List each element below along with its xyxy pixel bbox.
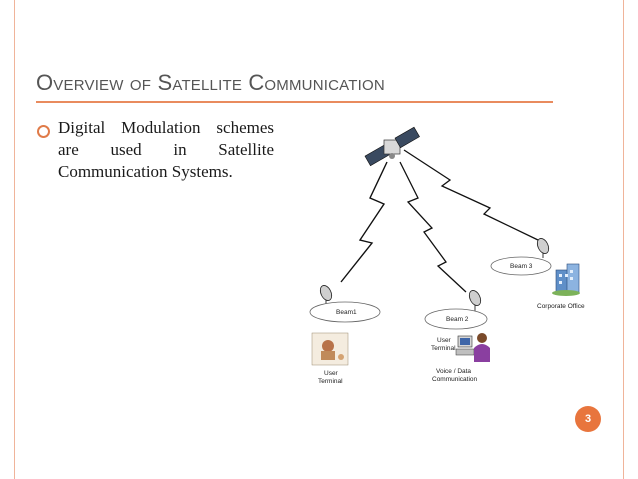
link-beam1 [341,162,387,282]
user-terminal-1-line1: User [324,370,339,377]
voice-data-line1: Voice / Data [436,368,471,375]
user-terminal-2-line2: Terminal [431,345,456,352]
beam2-label: Beam 2 [446,316,469,323]
computer-user-icon [456,333,490,362]
user-terminal-2-line1: User [437,337,452,344]
page-number-badge: 3 [575,406,601,432]
user-terminal-1-line2: Terminal [318,378,343,385]
user-terminal-icon-1 [312,333,348,365]
voice-data-line2: Communication [432,376,478,383]
beam3-label: Beam 3 [510,263,533,270]
corporate-office-label: Corporate Office [537,303,585,310]
office-building-icon [552,264,580,296]
beam1-label: Beam1 [336,309,357,316]
dish-icon-beam2 [467,289,483,311]
link-beam2 [400,162,466,292]
link-beam3 [404,150,538,240]
satellite-icon [365,127,420,166]
